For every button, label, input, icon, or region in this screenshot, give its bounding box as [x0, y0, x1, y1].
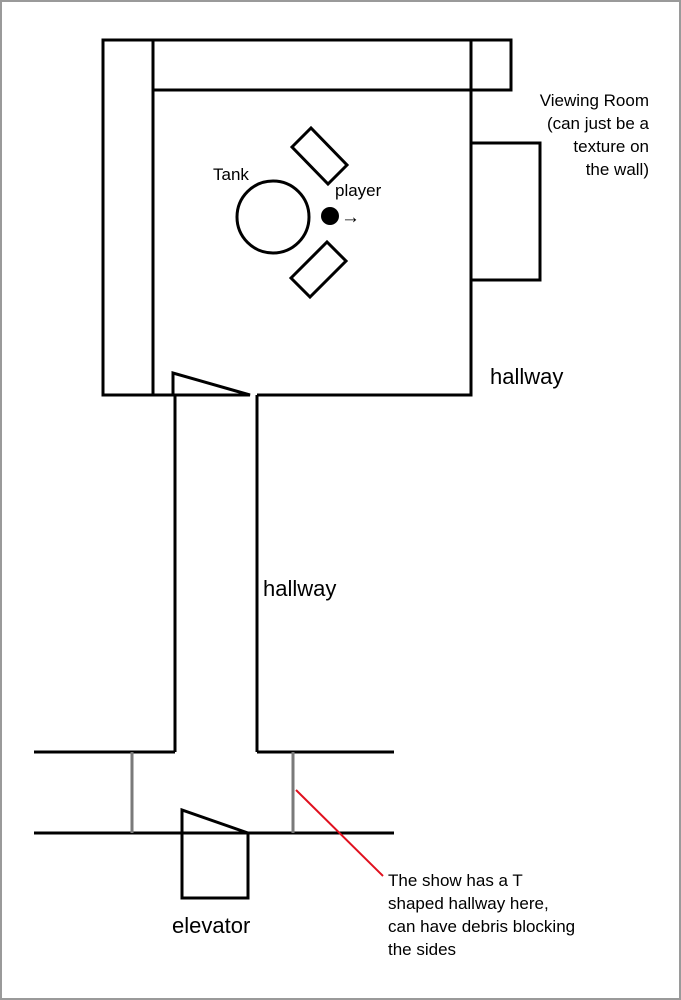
viewing-room-box: [471, 141, 542, 282]
viewing-room-label-line-1: Viewing Room: [540, 91, 649, 110]
note-line-1: The show has a T: [388, 871, 523, 890]
elevator-door-triangle: [180, 807, 249, 835]
top-right-protrusion: [471, 38, 513, 92]
note-line-3: can have debris blocking: [388, 917, 575, 936]
viewing-room-label-line-2: (can just be a: [547, 114, 650, 133]
main-room-outline: [101, 38, 473, 397]
player-label: player: [335, 181, 382, 200]
player-direction-arrow: →: [341, 207, 360, 228]
viewing-room-label-line-3: texture on: [573, 137, 649, 156]
upper-obstacle: [289, 125, 350, 187]
viewing-room-label-line-4: the wall): [586, 160, 649, 179]
main-door-triangle: [171, 371, 251, 397]
annotation-pointer-line: [295, 789, 384, 877]
player-marker: [321, 207, 339, 225]
tank-label: Tank: [213, 165, 249, 184]
tank-circle: [235, 179, 311, 255]
note-line-2: shaped hallway here,: [388, 894, 549, 913]
elevator-box: [180, 833, 250, 900]
hallway-middle-label: hallway: [263, 576, 336, 601]
elevator-label: elevator: [172, 913, 250, 938]
hallway-right-label: hallway: [490, 364, 563, 389]
lower-obstacle: [288, 239, 349, 300]
note-line-4: the sides: [388, 940, 456, 959]
